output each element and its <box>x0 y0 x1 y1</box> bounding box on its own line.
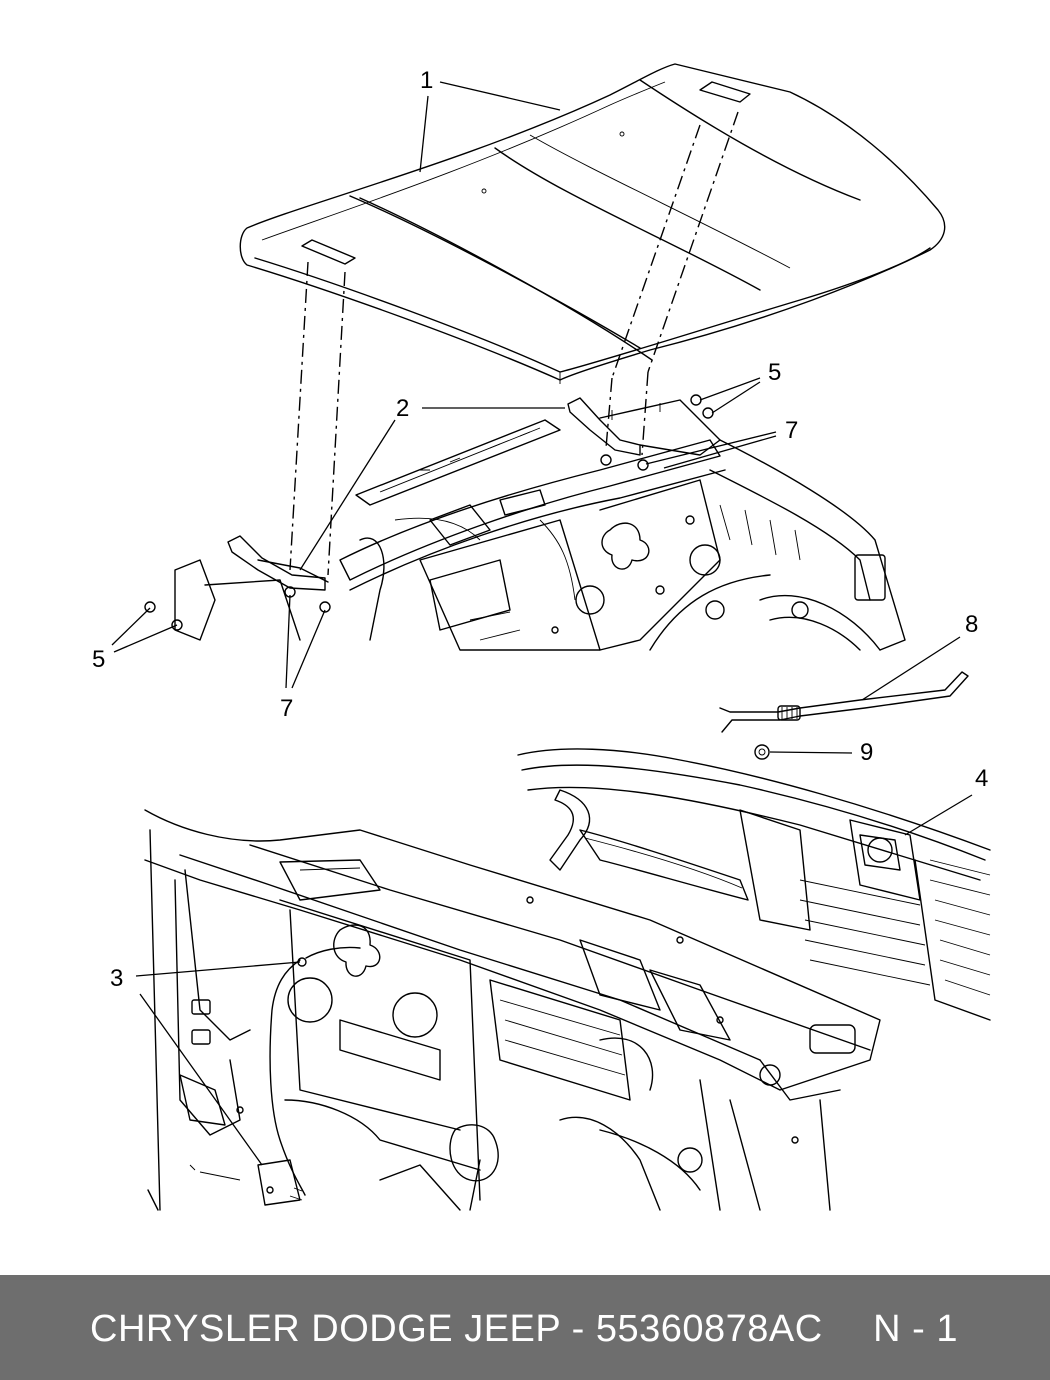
hood-prop-rod <box>719 671 969 733</box>
callout-1: 1 <box>420 67 433 94</box>
callout-7-lower: 7 <box>280 695 293 722</box>
alignment-line <box>611 124 701 379</box>
callout-2: 2 <box>396 395 409 422</box>
callout-5-lower: 5 <box>92 646 105 673</box>
hood-panel <box>239 63 946 384</box>
alignment-line <box>641 371 649 456</box>
upper-engine-bay <box>144 394 906 651</box>
callout-labels: 1 2 3 4 5 5 7 7 8 9 <box>92 67 988 992</box>
callout-9: 9 <box>860 739 873 766</box>
callout-8: 8 <box>965 611 978 638</box>
alignment-line <box>647 111 739 373</box>
alignment-line <box>289 261 309 571</box>
callout-7-upper: 7 <box>785 417 798 444</box>
callout-4: 4 <box>975 765 988 792</box>
part-number-caption: CHRYSLER DODGE JEEP - 55360878AC <box>90 1308 823 1350</box>
alignment-line <box>327 271 346 576</box>
grommet-part <box>754 744 770 760</box>
callout-leaders <box>111 81 973 1166</box>
page-reference: N - 1 <box>873 1308 958 1350</box>
alignment-line <box>605 377 613 449</box>
parts-diagram: 1 2 3 4 5 5 7 7 8 9 <box>92 63 991 1211</box>
lower-engine-bay <box>144 748 991 1211</box>
callout-5-upper: 5 <box>768 359 781 386</box>
callout-3: 3 <box>110 965 123 992</box>
footer-banner: CHRYSLER DODGE JEEP - 55360878AC N - 1 <box>0 1275 1050 1380</box>
